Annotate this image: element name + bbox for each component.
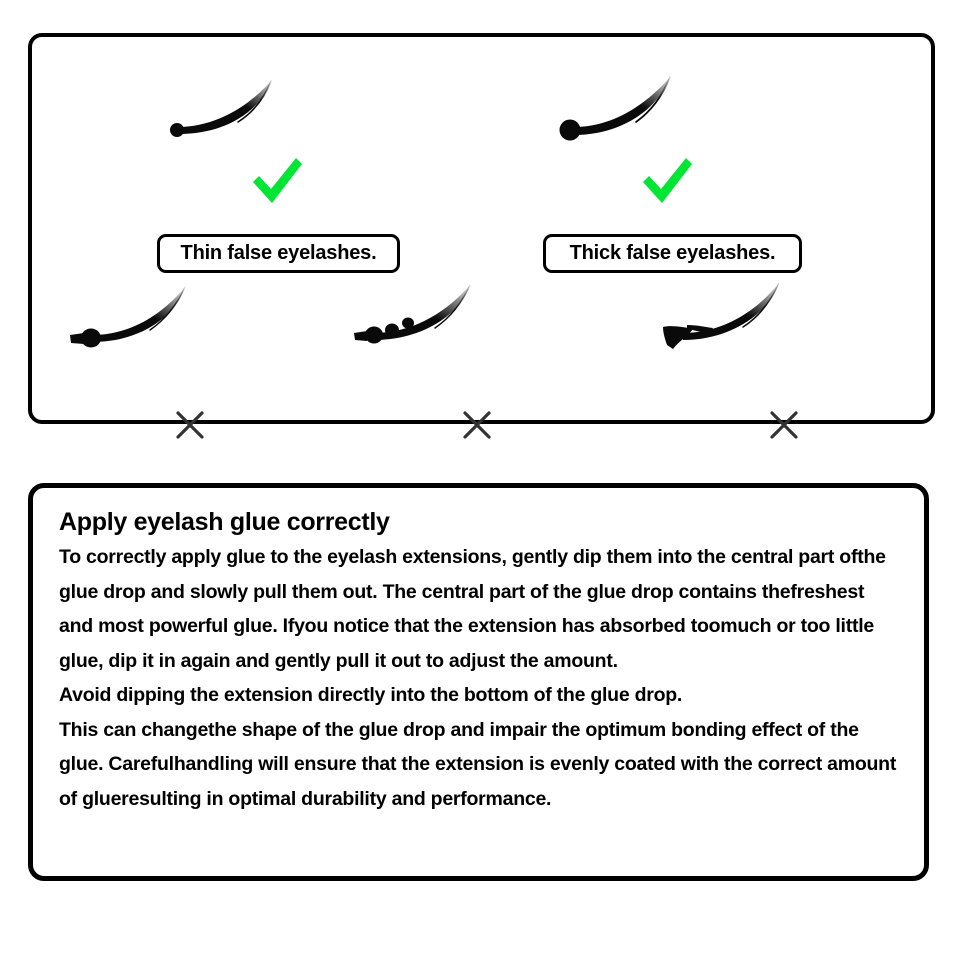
instructions-paragraph-2: Avoid dipping the extension directly int… — [59, 684, 683, 706]
instructions-paragraph-1: To correctly apply glue to the eyelash e… — [59, 546, 886, 672]
check-mark-thin — [247, 155, 307, 207]
eyelash-thick-icon — [559, 76, 671, 141]
eyelash-multiple-beads-icon — [354, 284, 471, 344]
lash-diagram-thin-false-eyelashes — [160, 55, 390, 185]
cross-mark-2 — [460, 408, 494, 442]
lash-diagram-oversized-glue-blob — [62, 265, 292, 405]
check-icon — [643, 158, 692, 203]
cross-mark-1 — [173, 408, 207, 442]
eyelash-coated-base-icon — [663, 282, 780, 349]
cross-icon — [176, 411, 204, 439]
caption-thin-false-eyelashes: Thin false eyelashes. — [157, 234, 400, 273]
cross-icon — [770, 411, 798, 439]
cross-mark-3 — [767, 408, 801, 442]
caption-thick-false-eyelashes: Thick false eyelashes. — [543, 234, 802, 273]
lash-diagram-thick-false-eyelashes — [554, 55, 784, 185]
good-examples-row — [32, 55, 931, 185]
check-icon — [253, 158, 302, 203]
bad-examples-row — [32, 265, 931, 405]
cross-icon — [463, 411, 491, 439]
check-mark-thick — [637, 155, 697, 207]
instructions-paragraph-3: This can changethe shape of the glue dro… — [59, 718, 897, 810]
lash-diagram-multiple-glue-beads — [350, 265, 580, 405]
lash-diagram-glue-coated-base — [657, 265, 887, 405]
instructions-panel: Apply eyelash glue correctly To correctl… — [28, 483, 929, 881]
eyelash-thin-icon — [170, 80, 272, 137]
eyelash-glue-blob-icon — [70, 286, 186, 348]
panel-title: Apply eyelash glue correctly — [59, 508, 390, 536]
illustration-panel: Thin false eyelashes. Thick false eyelas… — [28, 33, 935, 439]
